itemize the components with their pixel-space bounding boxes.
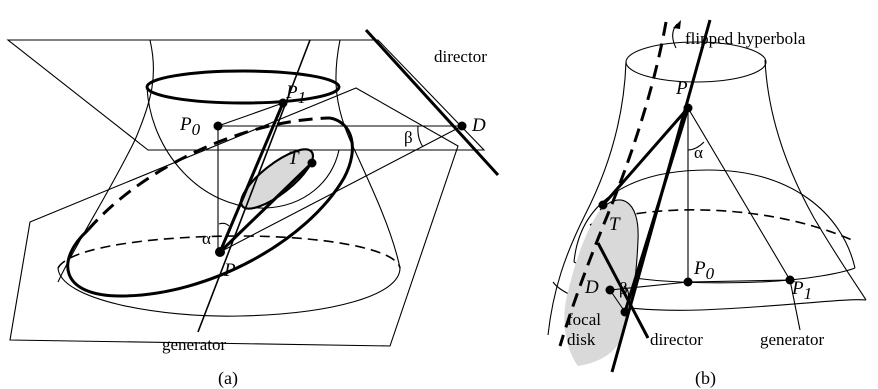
segment-P-T-b	[601, 107, 690, 206]
conic-ellipse-back	[86, 116, 331, 231]
figure-a: director P1 P0 T β D α P generator (a)	[6, 28, 500, 389]
point-focal-b	[620, 307, 630, 317]
conic-ellipse-front	[66, 116, 354, 298]
label-T-b: T	[609, 214, 621, 235]
point-D-a	[457, 121, 467, 131]
segment-P-D	[219, 125, 463, 253]
alpha-arc-b	[687, 141, 705, 151]
director-line-b	[596, 242, 650, 339]
hyperbola-arrowhead	[673, 20, 681, 29]
point-T-a	[307, 158, 317, 168]
lower-plane	[9, 87, 459, 347]
segment-P0-P1-b	[687, 279, 791, 283]
label-P1-b: P1	[791, 278, 812, 303]
point-P1-a	[278, 98, 288, 108]
director-line-a	[364, 28, 500, 177]
label-D-b: D	[584, 277, 599, 298]
caption-a: (a)	[218, 368, 238, 389]
point-T-b	[598, 200, 608, 210]
hyperboloid-right-side	[335, 39, 401, 269]
top-circle	[145, 69, 341, 105]
point-P-b	[683, 103, 693, 113]
label-disk: disk	[567, 330, 596, 349]
hyperboloid-left-side-b	[547, 61, 627, 336]
point-P0-b	[683, 277, 693, 287]
focal-disk	[564, 200, 639, 366]
label-P-a: P	[223, 260, 236, 281]
generator-line-a	[197, 39, 311, 333]
label-generator-b: generator	[760, 330, 825, 349]
segment-P1-generator-b	[789, 279, 801, 331]
caption-b: (b)	[695, 368, 716, 389]
label-P1-a: P1	[285, 82, 306, 107]
top-circle-b	[625, 41, 767, 83]
segment-P-T	[218, 161, 314, 254]
focal-ellipse	[240, 148, 314, 210]
label-P0-a: P0	[179, 114, 201, 139]
hyperboloid-left-side	[57, 39, 155, 283]
flipped-hyperbola-curve	[558, 21, 668, 347]
label-generator-a: generator	[162, 335, 227, 354]
hyperboloid-right-side-b	[764, 59, 867, 301]
figure-b: flipped hyperbola P α T D β P0 P1 focal …	[547, 19, 867, 389]
label-beta-a: β	[404, 128, 413, 147]
hyperboloid-base-front	[57, 267, 401, 317]
beta-arc-a	[417, 125, 424, 148]
label-director-a: director	[434, 47, 487, 66]
beta-arc-b	[623, 285, 630, 301]
point-P-a	[215, 247, 225, 257]
label-focal: focal	[567, 310, 601, 329]
sphere-bowl	[146, 86, 340, 209]
hyperboloid-base-back	[57, 235, 401, 269]
segment-P0-P1	[217, 102, 284, 127]
label-P0-b: P0	[693, 258, 715, 283]
label-P-b: P	[675, 78, 688, 99]
label-alpha-a: α	[202, 229, 211, 248]
segment-D-P0-b	[609, 281, 689, 291]
segment-P-P1-b	[687, 107, 791, 281]
point-P0-a	[213, 121, 223, 131]
label-beta-b: β	[619, 279, 628, 298]
point-D-b	[605, 285, 615, 295]
label-D-a: D	[471, 115, 486, 136]
label-director-b: director	[650, 330, 703, 349]
upper-plane	[6, 39, 486, 151]
label-flipped-hyperbola: flipped hyperbola	[685, 29, 806, 48]
alpha-arc-a	[218, 222, 230, 227]
segment-P-focal-b	[623, 107, 690, 313]
point-P1-b	[785, 275, 795, 285]
segment-P-P1	[218, 102, 285, 253]
label-T-a: T	[288, 148, 300, 169]
sphere-outline-b	[573, 169, 856, 269]
label-alpha-b: α	[694, 143, 703, 162]
